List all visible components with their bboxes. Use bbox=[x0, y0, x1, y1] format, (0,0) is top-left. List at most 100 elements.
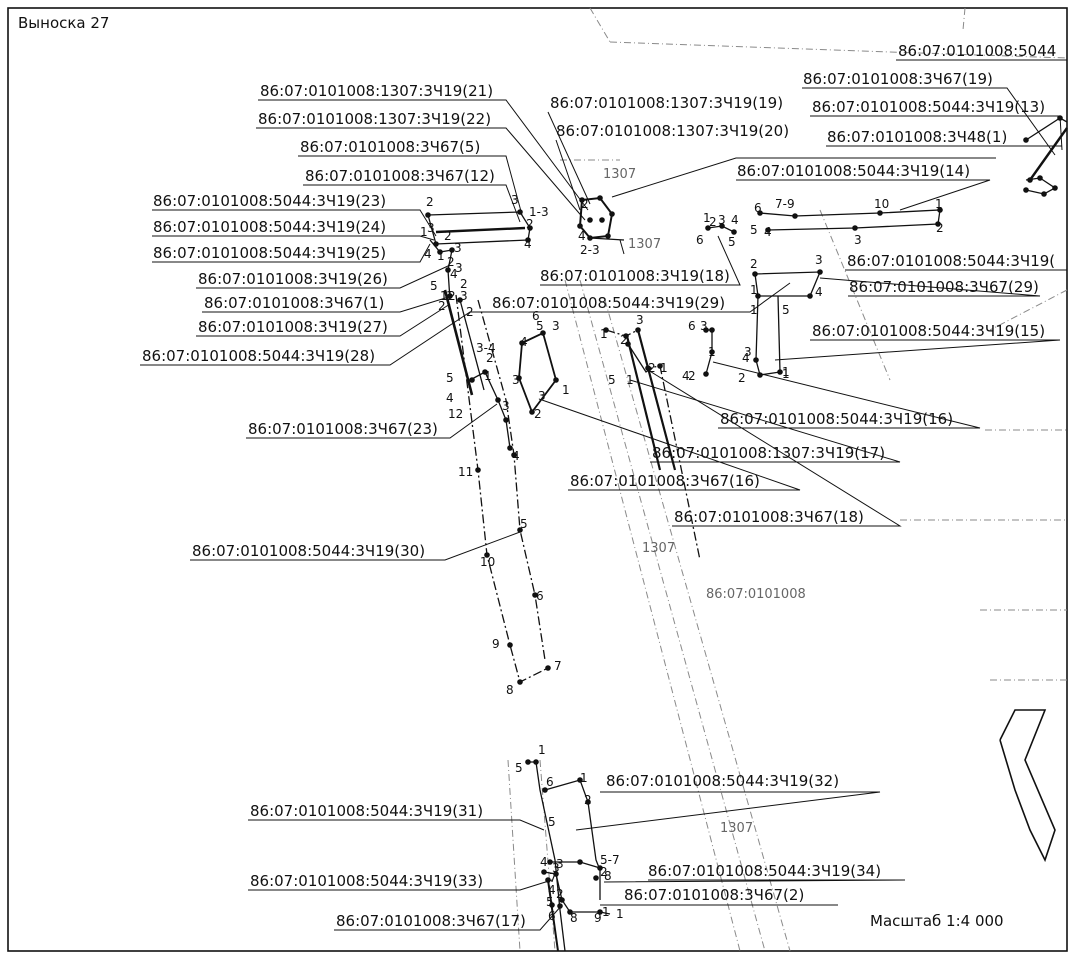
vertex-point bbox=[703, 327, 709, 333]
vertex-number: 10 bbox=[480, 555, 495, 569]
vertex-number: 3 bbox=[815, 253, 823, 267]
vertex-point bbox=[709, 327, 715, 333]
parcel-label: 86:07:0101008:5044:3Ч19(29) bbox=[492, 294, 725, 312]
vertex-number: 7 bbox=[554, 659, 562, 673]
vertex-point bbox=[475, 467, 481, 473]
parcel-label: 86:07:0101008:5044:3Ч19(33) bbox=[250, 872, 483, 890]
vertex-number: 3 bbox=[556, 857, 564, 871]
vertex-number: 1 bbox=[600, 327, 608, 341]
leader-lines bbox=[140, 59, 1067, 931]
vertex-number: 1 bbox=[750, 283, 758, 297]
vertex-point bbox=[703, 371, 709, 377]
vertex-number: 12 bbox=[448, 407, 463, 421]
vertex-point bbox=[549, 902, 555, 908]
vertex-number: 2 bbox=[620, 333, 628, 347]
vertex-number: 2-3 bbox=[580, 243, 600, 257]
vertex-point bbox=[525, 237, 531, 243]
vertex-number: 2 bbox=[648, 361, 656, 375]
vertex-point bbox=[553, 871, 559, 877]
vertex-number: 5 bbox=[446, 371, 454, 385]
block-number: 1307 bbox=[628, 237, 661, 252]
vertex-number: 1 bbox=[440, 289, 448, 303]
vertex-number: 2 bbox=[581, 197, 589, 211]
parcel-label: 86:07:0101008:5044:3Ч19(15) bbox=[812, 322, 1045, 340]
block-number: 1307 bbox=[720, 821, 753, 836]
parcel-label: 86:07:0101008:5044:3Ч19(28) bbox=[142, 347, 375, 365]
vertex-point bbox=[482, 369, 488, 375]
vertex-point bbox=[547, 859, 553, 865]
vertex-point bbox=[507, 642, 513, 648]
drawing-frame bbox=[7, 7, 1068, 952]
vertex-point bbox=[792, 213, 798, 219]
vertex-point bbox=[532, 592, 538, 598]
vertex-number: 2 bbox=[750, 257, 758, 271]
vertex-number: 5-7 bbox=[600, 853, 620, 867]
vertex-number: 1 bbox=[782, 367, 790, 381]
vertex-number: 3 bbox=[538, 389, 546, 403]
vertex-number: 2 bbox=[448, 289, 456, 303]
parcel-label: 86:07:0101008:3Ч19(26) bbox=[198, 270, 388, 288]
vertex-number: 2 bbox=[426, 195, 434, 209]
vertex-number: 1 bbox=[616, 907, 624, 921]
vertex-number: 6 bbox=[548, 909, 556, 923]
vertex-point bbox=[541, 869, 547, 875]
vertex-number: 2 bbox=[556, 887, 564, 901]
vertex-number: 2 bbox=[534, 407, 542, 421]
parcel-label: 86:07:0101008:5044:3Ч19(13) bbox=[812, 98, 1045, 116]
vertex-number: 2 bbox=[709, 215, 717, 229]
vertex-number: 6 bbox=[688, 319, 696, 333]
vertex-number: 6 bbox=[532, 309, 540, 323]
vertex-point bbox=[623, 333, 629, 339]
vertex-point bbox=[469, 377, 475, 383]
vertex-number: 4 bbox=[450, 267, 458, 281]
parcel-label: 86:07:0101008:5044:3Ч19(16) bbox=[720, 410, 953, 428]
vertex-point bbox=[527, 225, 533, 231]
parcel-label: 86:07:0101008:1307:3Ч19(20) bbox=[556, 122, 789, 140]
parcel-label: 86:07:0101008:3Ч67(29) bbox=[849, 278, 1039, 296]
vertex-point bbox=[1023, 187, 1029, 193]
vertex-number: 5 bbox=[750, 223, 758, 237]
vertex-number: 9 bbox=[492, 637, 500, 651]
vertex-number: 1 bbox=[420, 225, 428, 239]
vertex-number: 2 bbox=[466, 305, 474, 319]
vertex-point bbox=[645, 365, 651, 371]
vertex-number: 1 bbox=[484, 369, 492, 383]
block-number: 1307 bbox=[642, 541, 675, 556]
vertex-point bbox=[752, 271, 758, 277]
vertex-number: 3 bbox=[854, 233, 862, 247]
vertex-number: 1 bbox=[562, 383, 570, 397]
vertex-point bbox=[1023, 137, 1029, 143]
vertex-number: 5 bbox=[515, 761, 523, 775]
vertex-number: 3 bbox=[502, 399, 510, 413]
vertex-point bbox=[577, 859, 583, 865]
parcel-label: 86:07:0101008:3Ч67(12) bbox=[305, 167, 495, 185]
vertex-number: 3 bbox=[460, 289, 468, 303]
vertex-point bbox=[709, 349, 715, 355]
vertex-number: 5 bbox=[548, 815, 556, 829]
vertex-number: 4 bbox=[815, 285, 823, 299]
vertex-point bbox=[777, 369, 783, 375]
vertex-point bbox=[437, 249, 443, 255]
vertex-point bbox=[495, 397, 501, 403]
vertex-number: 1-3 bbox=[529, 205, 549, 219]
vertex-number: 1 bbox=[782, 365, 790, 379]
vertex-number: 5 bbox=[728, 235, 736, 249]
vertex-number: 2 bbox=[438, 299, 446, 313]
vertex-number: 3 bbox=[636, 313, 644, 327]
vertex-number: 1 bbox=[750, 303, 758, 317]
block-number: 1307 bbox=[603, 167, 636, 182]
vertex-number: 2 bbox=[486, 351, 494, 365]
vertex-point bbox=[935, 221, 941, 227]
vertex-number: 5 bbox=[546, 895, 554, 909]
parcel-label: 86:07:0101008:3Ч67(1) bbox=[204, 294, 384, 312]
vertex-point bbox=[1027, 177, 1033, 183]
vertex-point bbox=[484, 552, 490, 558]
vertex-point bbox=[817, 269, 823, 275]
vertex-point bbox=[579, 197, 585, 203]
parcel-label: 86:07:0101008:5044:3Ч19(30) bbox=[192, 542, 425, 560]
vertex-number: 8 bbox=[604, 869, 612, 883]
vertex-point bbox=[755, 293, 761, 299]
